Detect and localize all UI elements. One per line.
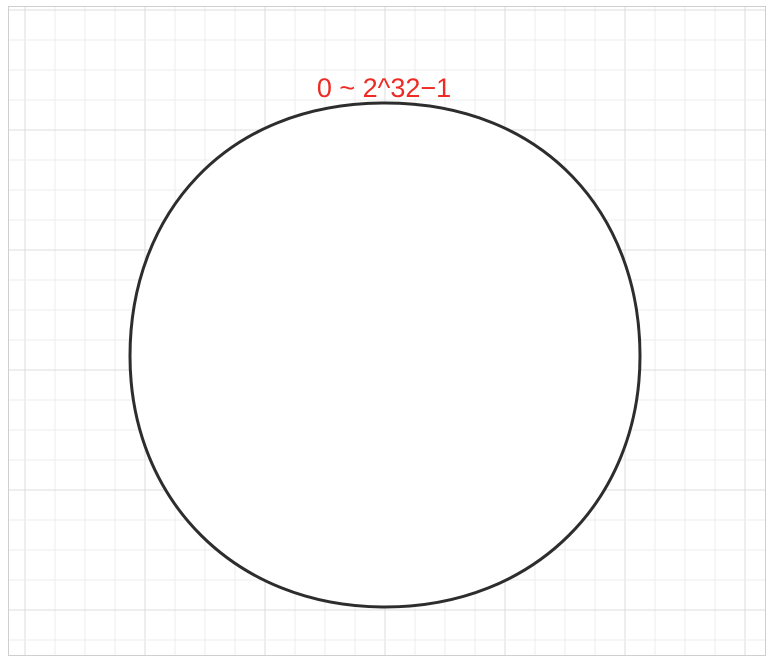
hash-ring-circle [128, 101, 642, 609]
ring-range-label: 0 ~ 2^32−1 [317, 73, 451, 103]
